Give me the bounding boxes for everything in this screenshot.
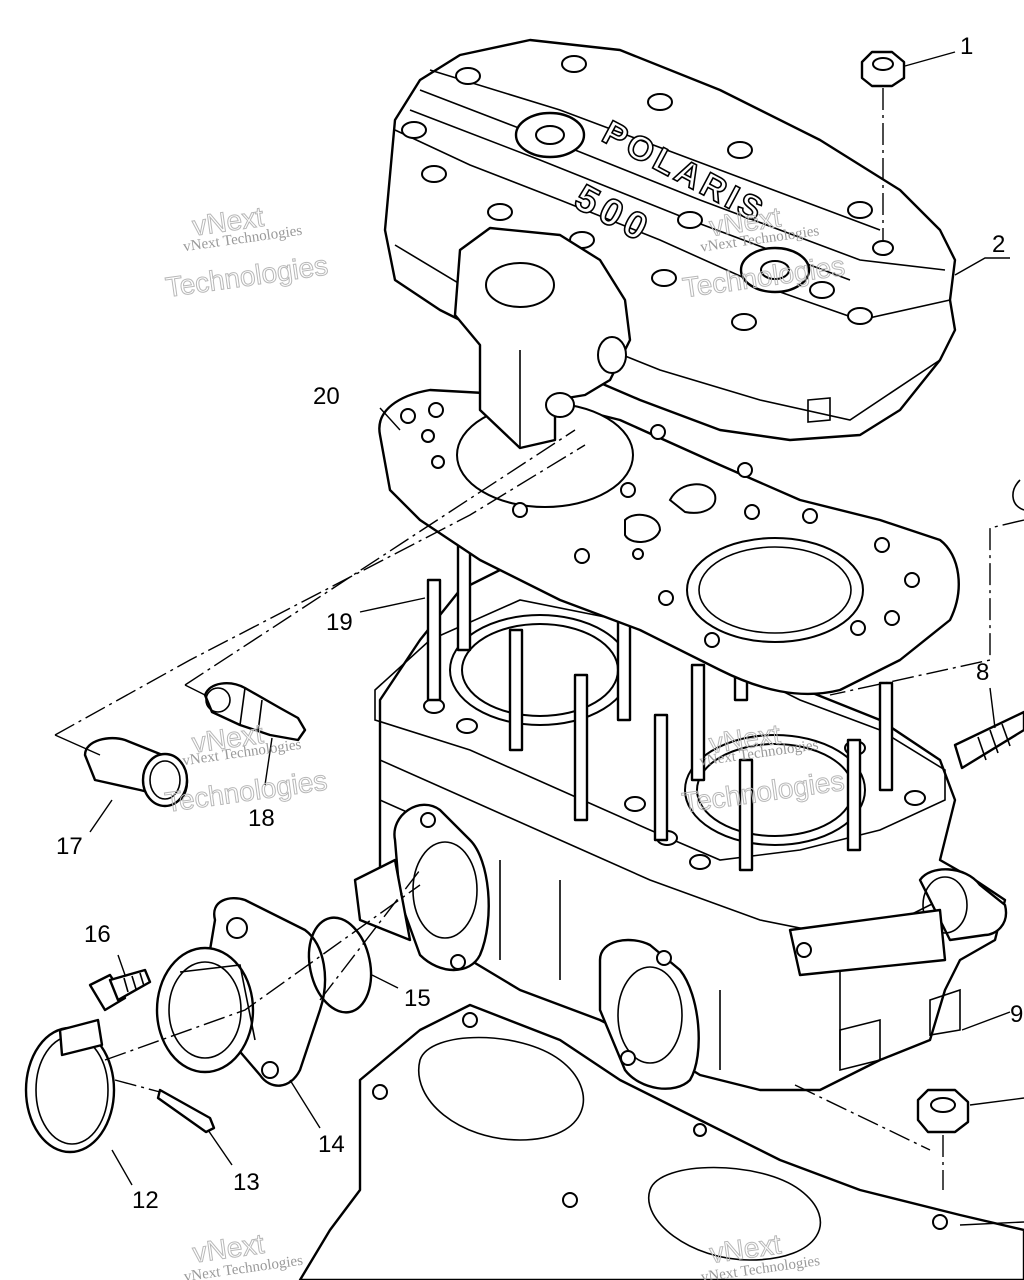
callout-13: 13 xyxy=(233,1169,260,1196)
cap-screw xyxy=(88,968,152,1012)
callout-19: 19 xyxy=(326,609,353,636)
callout-9: 9 xyxy=(1010,1001,1023,1028)
head-gasket xyxy=(378,388,960,696)
callout-18: 18 xyxy=(248,805,275,832)
clamp-screw xyxy=(156,1088,216,1134)
thermostat-sleeve xyxy=(83,736,189,808)
callout-17: 17 xyxy=(56,833,83,860)
svg-text:Technologies: Technologies xyxy=(163,765,329,818)
callout-20: 20 xyxy=(313,383,340,410)
o-ring xyxy=(307,916,373,1014)
hex-nut-bottom xyxy=(916,1088,970,1134)
callout-8: 8 xyxy=(976,659,989,686)
svg-text:Technologies: Technologies xyxy=(164,250,330,303)
watermark-bottom-left: vNext vNext Technologies xyxy=(183,1228,304,1280)
cylinder-block xyxy=(353,558,1008,1092)
exhaust-stud xyxy=(953,710,1024,770)
callout-1: 1 xyxy=(960,33,973,60)
hex-nut-top xyxy=(860,50,906,256)
callout-12: 12 xyxy=(132,1187,159,1214)
callout-16: 16 xyxy=(84,921,111,948)
callout-15: 15 xyxy=(404,985,431,1012)
temperature-sensor xyxy=(203,682,307,742)
watermark-top-left: vNext vNext Technologies Technologies xyxy=(163,201,330,304)
hose-clamp xyxy=(24,1018,116,1154)
coolant-outlet-housing xyxy=(453,226,632,450)
callout-2: 2 xyxy=(992,231,1005,258)
cylinder-head-cover: POLARIS 500 xyxy=(383,38,957,442)
callout-14: 14 xyxy=(318,1131,345,1158)
cylinder-studs xyxy=(426,526,894,872)
base-gasket xyxy=(298,1003,1024,1280)
assembly-lines xyxy=(54,429,1024,1151)
intake-manifold-boot xyxy=(155,897,327,1087)
callout-numbers: 1 2 8 9 12 13 14 15 16 17 18 19 20 xyxy=(56,33,1023,1214)
callout-leaders xyxy=(89,51,1024,1226)
